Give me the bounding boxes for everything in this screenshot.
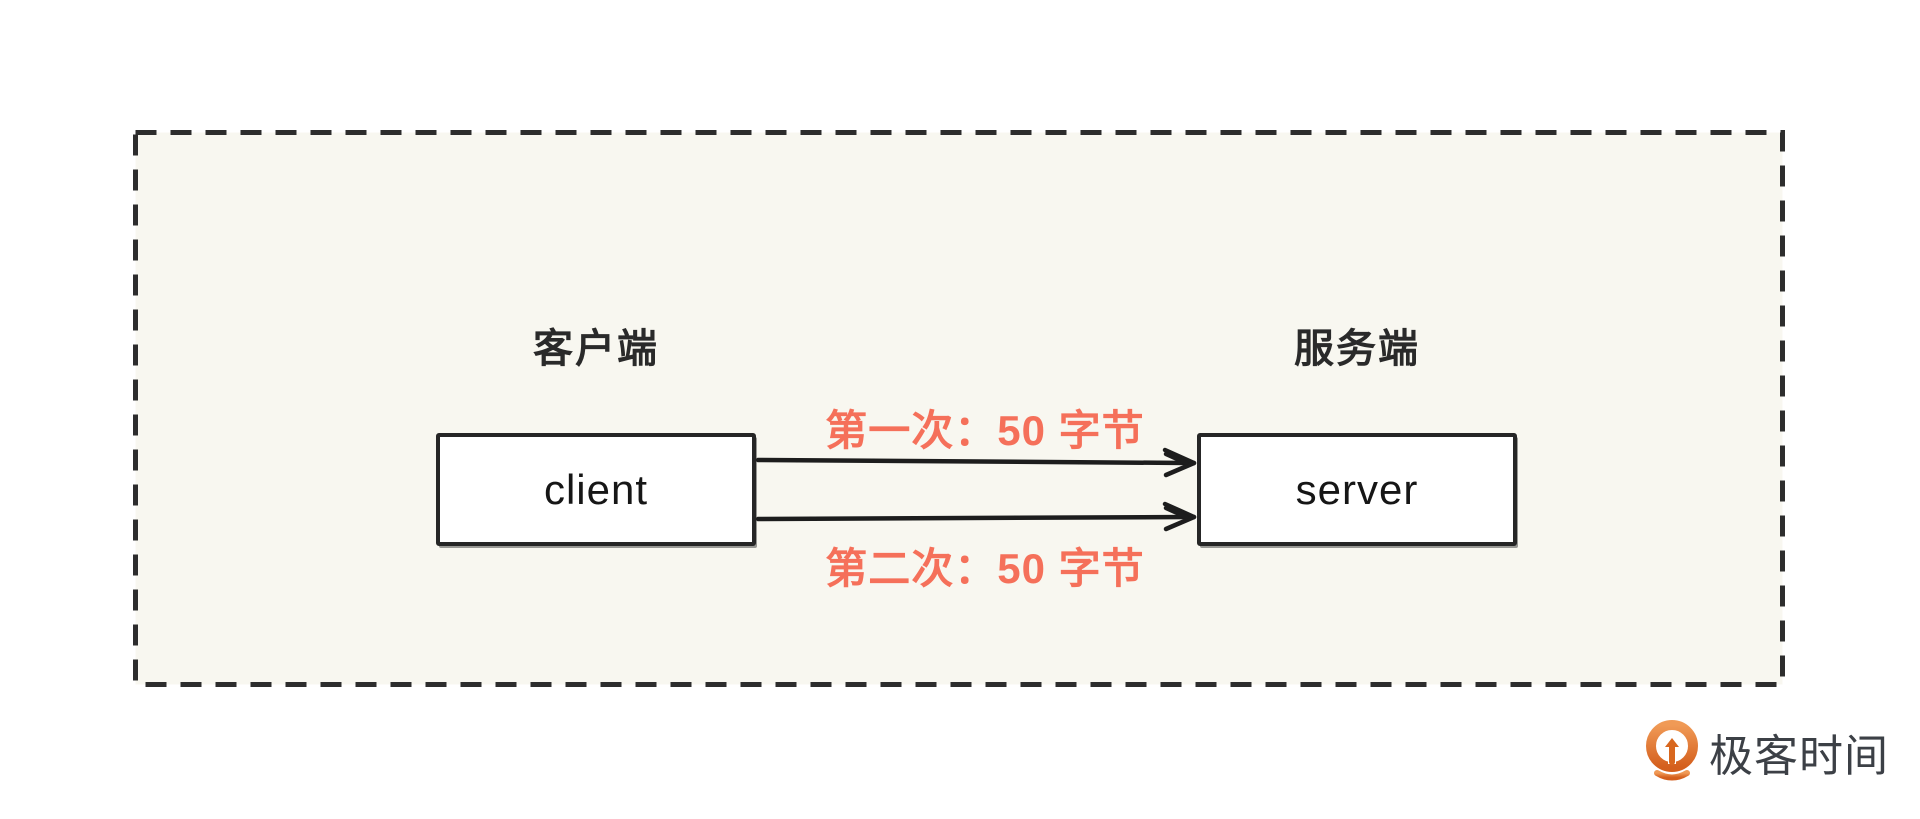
client-node-box: client bbox=[436, 433, 756, 546]
first-transfer-label: 第一次：50 字节 bbox=[825, 407, 1145, 454]
second-transfer-label: 第二次：50 字节 bbox=[825, 545, 1145, 592]
server-node-label: server bbox=[1295, 465, 1419, 513]
arrow-second-transfer bbox=[755, 501, 1197, 532]
client-group-label: 客户端 bbox=[533, 327, 659, 371]
client-node-label: client bbox=[543, 465, 649, 513]
server-group-label: 服务端 bbox=[1294, 327, 1420, 371]
server-node-box: server bbox=[1197, 433, 1517, 546]
brand-logo: 极客时间 bbox=[1645, 719, 1889, 785]
geektime-logo-icon bbox=[1646, 720, 1698, 781]
brand-name-text: 极客时间 bbox=[1709, 732, 1889, 781]
